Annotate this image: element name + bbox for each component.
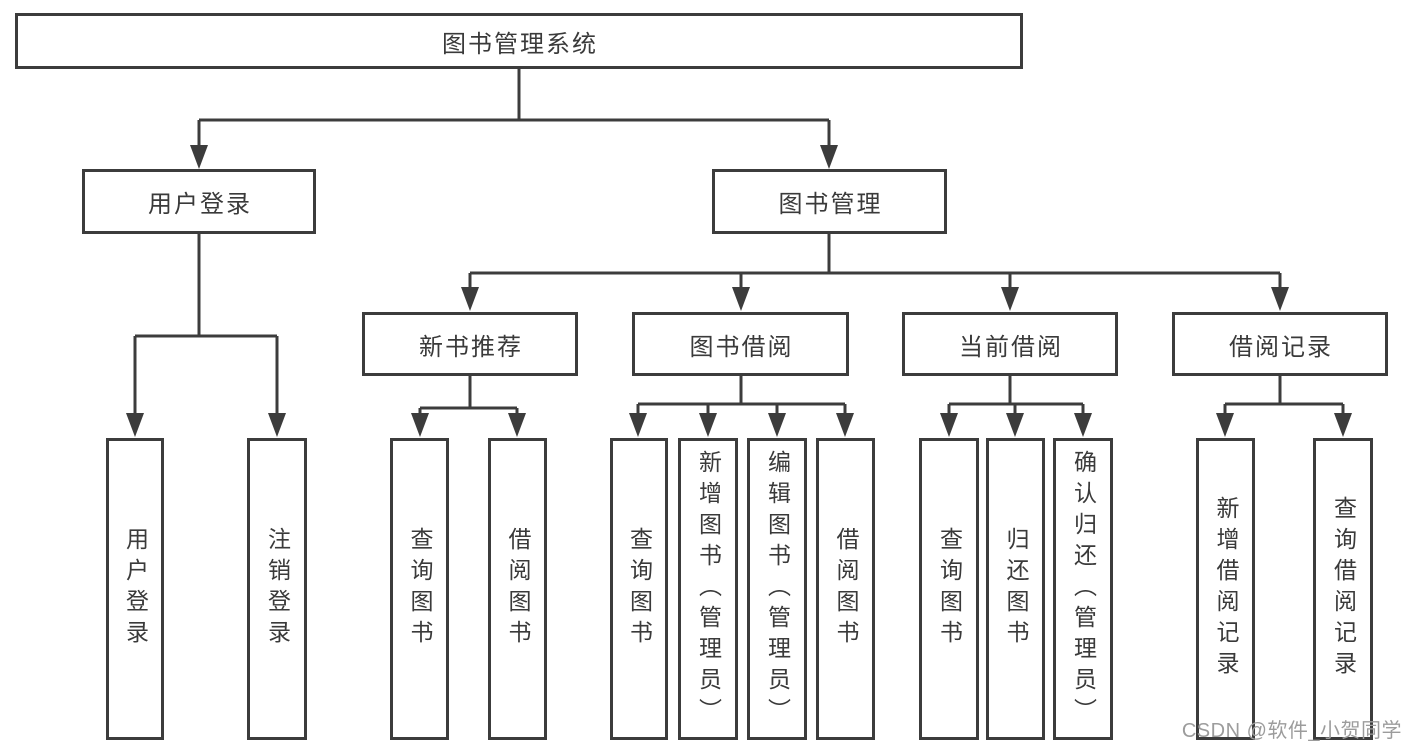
node-library-management-system: 图书管理系统 — [15, 13, 1023, 69]
leaf-borrow-books: 借阅图书 — [816, 438, 875, 740]
arrow-down-icon — [1006, 413, 1024, 437]
leaf-borrow-books-recommend: 借阅图书 — [488, 438, 547, 740]
leaf-user-login: 用户登录 — [106, 438, 164, 740]
arrow-down-icon — [411, 413, 429, 437]
node-current-borrow: 当前借阅 — [902, 312, 1118, 376]
node-borrow-records: 借阅记录 — [1172, 312, 1388, 376]
arrow-down-icon — [190, 145, 208, 169]
node-book-borrow: 图书借阅 — [632, 312, 849, 376]
arrow-down-icon — [1001, 287, 1019, 311]
arrow-down-icon — [1271, 287, 1289, 311]
arrow-down-icon — [1216, 413, 1234, 437]
connector-current-borrow-children — [940, 376, 1092, 437]
connector-root-to-level2 — [190, 69, 838, 169]
leaf-confirm-return-admin: 确认归还（管理员） — [1053, 438, 1113, 740]
leaf-query-books-borrow: 查询图书 — [610, 438, 668, 740]
connector-book-management-children — [461, 234, 1289, 311]
csdn-watermark: CSDN @软件_小贺同学 — [1181, 720, 1402, 742]
leaf-query-books-recommend: 查询图书 — [390, 438, 449, 740]
arrow-down-icon — [1334, 413, 1352, 437]
connector-borrow-records-children — [1216, 376, 1352, 437]
arrow-down-icon — [768, 413, 786, 437]
arrow-down-icon — [836, 413, 854, 437]
node-user-login: 用户登录 — [82, 169, 316, 234]
leaf-query-books-current: 查询图书 — [919, 438, 979, 740]
arrow-down-icon — [461, 287, 479, 311]
connector-new-book-recommend-children — [411, 376, 526, 437]
arrow-down-icon — [732, 287, 750, 311]
arrow-down-icon — [268, 413, 286, 437]
node-book-management: 图书管理 — [712, 169, 947, 234]
arrow-down-icon — [508, 413, 526, 437]
arrow-down-icon — [940, 413, 958, 437]
arrow-down-icon — [1074, 413, 1092, 437]
leaf-edit-book-admin: 编辑图书（管理员） — [747, 438, 807, 740]
leaf-add-borrow-record: 新增借阅记录 — [1196, 438, 1255, 740]
leaf-add-book-admin: 新增图书（管理员） — [678, 438, 738, 740]
arrow-down-icon — [126, 413, 144, 437]
connector-book-borrow-children — [629, 376, 854, 437]
arrow-down-icon — [629, 413, 647, 437]
connector-user-login-children — [126, 233, 286, 437]
arrow-down-icon — [820, 145, 838, 169]
arrow-down-icon — [699, 413, 717, 437]
leaf-return-book: 归还图书 — [986, 438, 1045, 740]
node-new-book-recommend: 新书推荐 — [362, 312, 578, 376]
leaf-query-borrow-record: 查询借阅记录 — [1313, 438, 1373, 740]
leaf-logout: 注销登录 — [247, 438, 307, 740]
